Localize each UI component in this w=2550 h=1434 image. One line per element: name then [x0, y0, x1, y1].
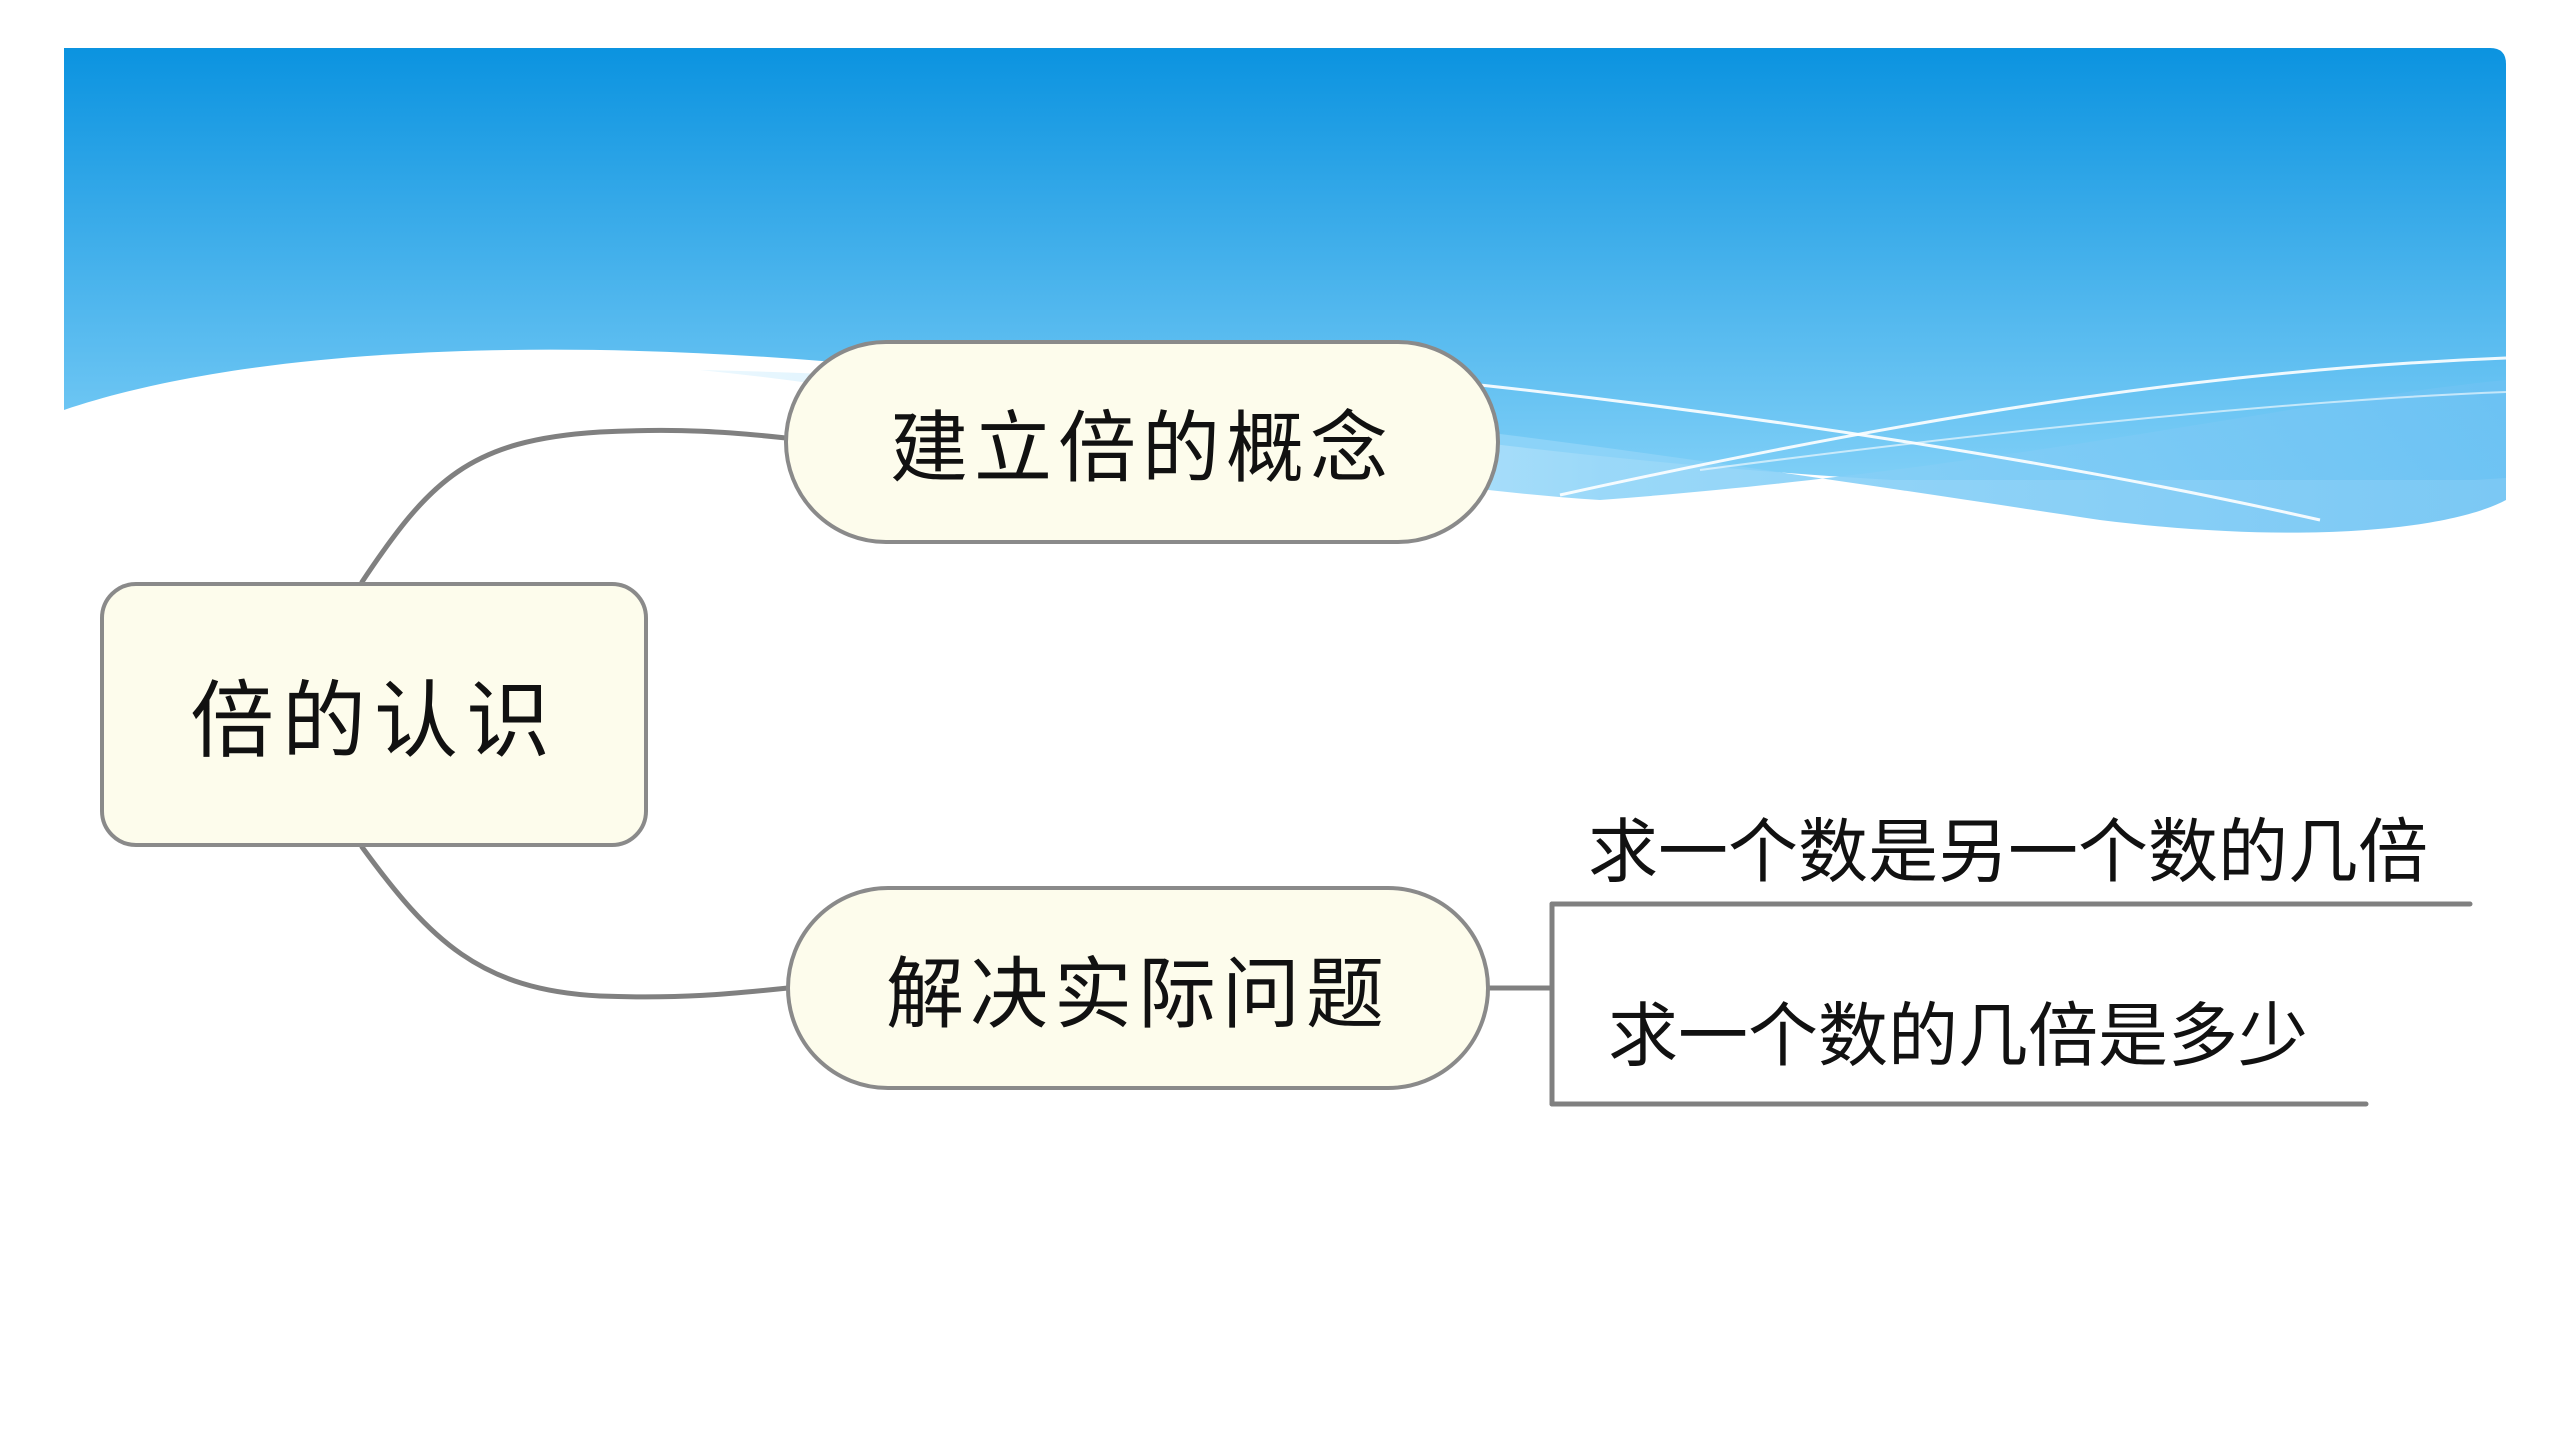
branch-node-build-concept[interactable]: 建立倍的概念: [784, 340, 1500, 544]
leaf-node-find-product[interactable]: 求一个数的几倍是多少: [1608, 995, 2308, 1077]
connector-root-to-concept: [359, 427, 789, 585]
branch-node-solve-problems[interactable]: 解决实际问题: [786, 886, 1490, 1090]
connectors: [359, 427, 2473, 1107]
leaf-node-find-multiple[interactable]: 求一个数是另一个数的几倍: [1588, 811, 2428, 893]
wave-streak-1: [1479, 383, 2321, 522]
connector-root-to-problems: [359, 844, 791, 1000]
branch-node-label: 解决实际问题: [885, 950, 1390, 1040]
root-node-label: 倍的认识: [189, 672, 558, 770]
branch-node-label: 建立倍的概念: [889, 404, 1394, 494]
root-node-multiplication-concept[interactable]: 倍的认识: [100, 582, 648, 847]
wave-streak-3: [1699, 391, 2507, 471]
wave-streak-2: [1559, 356, 2507, 497]
